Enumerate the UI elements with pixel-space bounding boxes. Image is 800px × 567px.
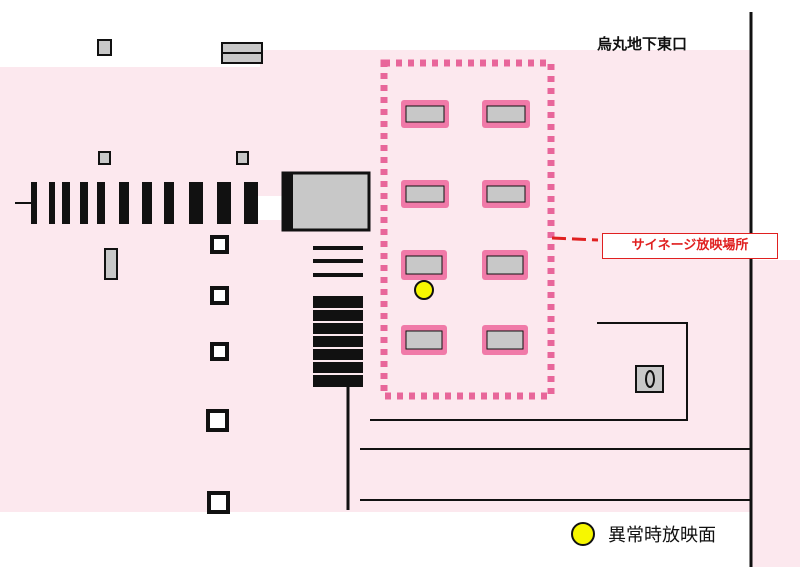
gate-bar — [142, 182, 152, 224]
gate-bar — [217, 182, 231, 224]
pillar — [207, 491, 230, 514]
gate-bar — [31, 182, 37, 224]
stair-line — [313, 360, 363, 362]
walls — [15, 12, 753, 567]
stairs — [313, 246, 363, 387]
stair-line — [313, 308, 363, 310]
signage-screen — [486, 255, 524, 275]
signage-screen — [486, 185, 526, 203]
gate-bar — [119, 182, 129, 224]
elevator-box — [635, 365, 664, 393]
signage-screen — [405, 185, 445, 203]
top-fixtures — [97, 39, 263, 280]
stair-block — [313, 296, 363, 387]
ticket-office — [281, 171, 371, 232]
gate-bar — [62, 182, 70, 224]
stair-line — [313, 373, 363, 375]
signage-zone — [380, 59, 555, 400]
signage-screen — [405, 105, 445, 123]
pillar — [210, 286, 229, 305]
signage-screen — [405, 330, 443, 350]
stair-line — [313, 321, 363, 323]
signage-screen — [486, 330, 524, 350]
legend-marker-icon — [571, 522, 595, 546]
pillars — [206, 235, 230, 514]
signage-screen — [486, 105, 526, 123]
stair-line — [313, 347, 363, 349]
gate-bar — [97, 182, 105, 224]
ticket-gates — [31, 182, 258, 224]
stair-step — [313, 273, 363, 277]
gate-bar — [164, 182, 174, 224]
gate-bar — [189, 182, 203, 224]
callout-connector — [551, 236, 599, 242]
abnormal-display-marker — [414, 280, 434, 300]
wall-segment — [370, 322, 688, 421]
stair-line — [313, 334, 363, 336]
stair-step — [313, 259, 363, 263]
pillar — [210, 342, 229, 361]
floor-area — [0, 50, 800, 567]
signage-location-label: サイネージ放映場所 — [602, 233, 778, 259]
pillar — [206, 409, 229, 432]
signage-screen — [405, 255, 443, 275]
signage-panels — [401, 100, 530, 355]
elevator-icon — [645, 370, 655, 388]
gate-bar — [80, 182, 88, 224]
legend-text: 異常時放映面 — [608, 525, 716, 546]
exit-label: 烏丸地下東口 — [597, 35, 688, 53]
stair-step — [313, 246, 363, 250]
pillar — [210, 235, 229, 254]
gate-bar — [244, 182, 258, 224]
gate-bar — [49, 182, 55, 224]
